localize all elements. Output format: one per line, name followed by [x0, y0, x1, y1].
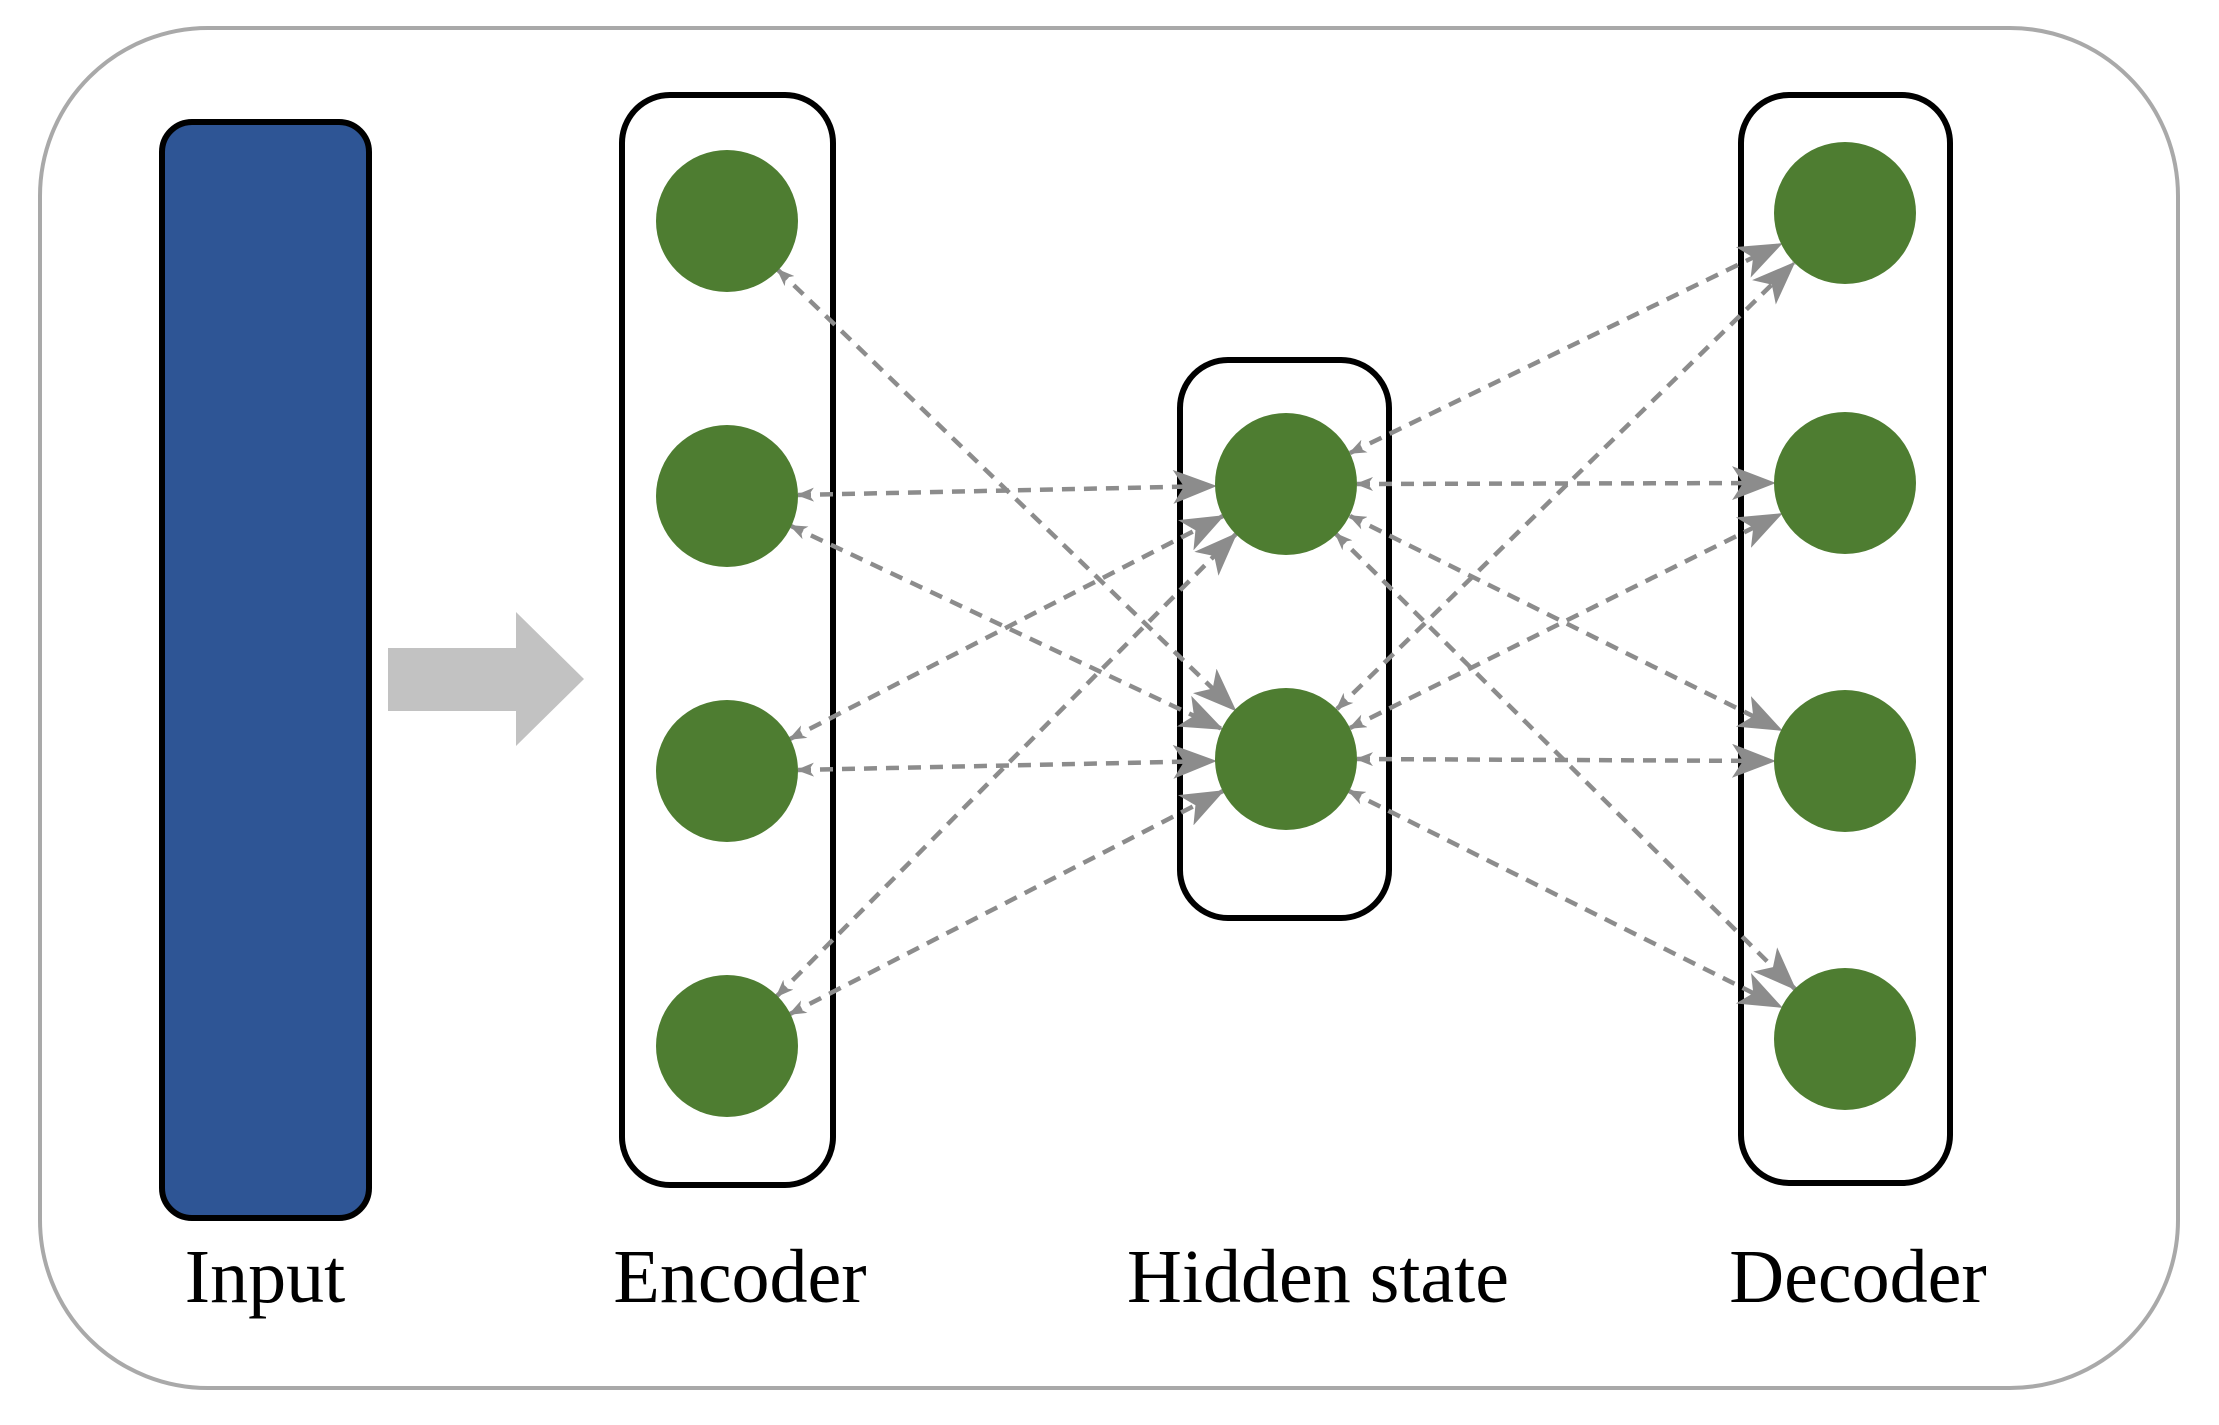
encoder-node-4: [656, 975, 798, 1117]
decoder-nodes: [1774, 142, 1916, 1110]
edge-hid2-dec3: [1355, 743, 1776, 778]
input-label: Input: [185, 1235, 345, 1319]
encoder-node-3: [656, 700, 798, 842]
encoder-node-1: [656, 150, 798, 292]
encoder-node-2: [656, 425, 798, 567]
encoder-to-hidden-edges: [775, 268, 1238, 1017]
decoder-node-4: [1774, 968, 1916, 1110]
input-block: [159, 119, 372, 1221]
hidden-to-decoder-edges: [1334, 241, 1797, 1010]
encoder-nodes: [656, 150, 798, 1117]
decoder-label: Decoder: [1729, 1235, 1986, 1319]
hidden-node-2: [1215, 688, 1357, 830]
edge-hid2-dec2: [1348, 511, 1783, 731]
input-to-encoder-arrow-icon: [388, 612, 584, 746]
decoder-node-2: [1774, 412, 1916, 554]
decoder-node-1: [1774, 142, 1916, 284]
edge-hid2-dec1: [1335, 261, 1796, 711]
hidden-node-1: [1215, 413, 1357, 555]
edge-hid2-dec4: [1347, 788, 1783, 1010]
hidden-state-label: Hidden state: [1127, 1235, 1509, 1319]
hidden-state-nodes: [1215, 413, 1357, 830]
edge-enc2-hid1: [796, 469, 1217, 504]
edge-enc4-hid2: [788, 788, 1225, 1017]
encoder-label: Encoder: [613, 1235, 866, 1319]
decoder-node-3: [1774, 690, 1916, 832]
